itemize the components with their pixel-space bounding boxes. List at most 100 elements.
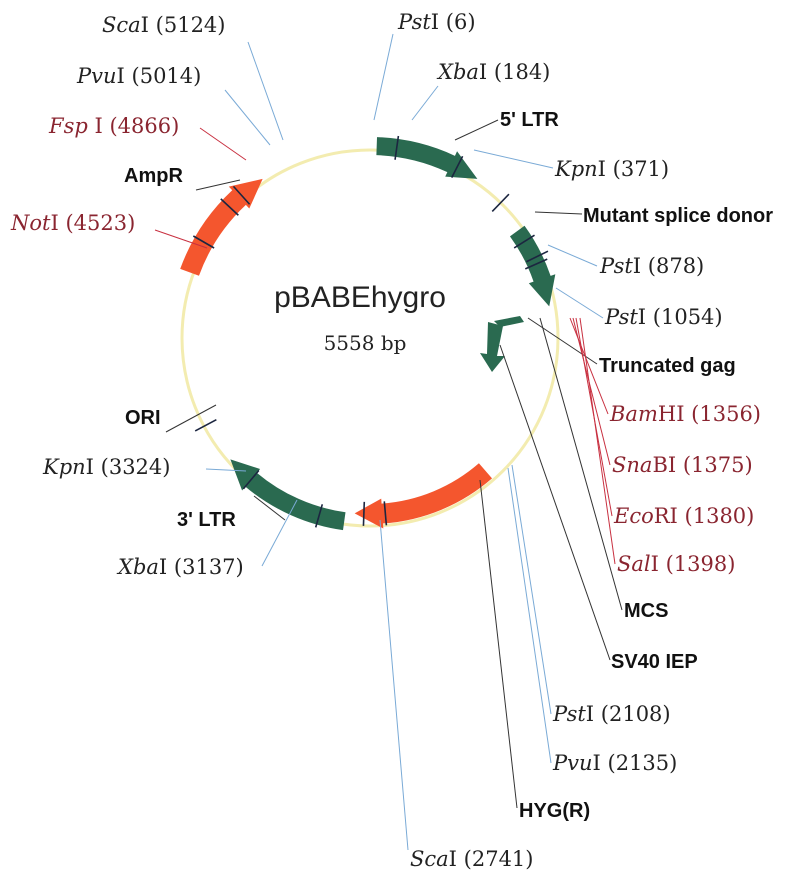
leader-fspi-4866 [199, 127, 247, 161]
enzyme-name: Eco [613, 504, 654, 528]
leader-kpni-371 [473, 149, 554, 169]
site-position: (2108) [601, 702, 671, 726]
site-position: (1375) [683, 453, 753, 477]
site-label-psti-1054: PstI (1054) [604, 305, 723, 329]
feature-label-5ltr: 5' LTR [500, 109, 559, 131]
leader-xbai-184 [411, 85, 439, 121]
leader-xbai-3137 [261, 499, 298, 567]
cut-tick [524, 258, 548, 270]
enzyme-name: Sca [410, 847, 449, 871]
site-position: (3137) [174, 555, 244, 579]
site-label-scai-5124: ScaI (5124) [102, 13, 226, 37]
site-position: (3324) [101, 455, 171, 479]
leader-psti-1054 [555, 287, 604, 319]
site-label-scai-2741: ScaI (2741) [410, 847, 534, 871]
cut-tick [362, 501, 366, 526]
cut-tick [526, 250, 549, 263]
cut-tick [383, 501, 388, 526]
leader-sv40-iep [499, 344, 611, 661]
enzyme-name: Pst [599, 254, 633, 278]
site-label-psti-878: PstI (878) [599, 254, 704, 278]
cut-tick [394, 135, 400, 160]
feature-arc-sv40-iep [494, 316, 524, 327]
site-position: (1398) [666, 552, 736, 576]
leader-psti-2108 [511, 464, 552, 715]
leader-hygr [479, 479, 518, 809]
cut-tick [192, 235, 215, 249]
leader-scai-2741 [379, 519, 409, 851]
enzyme-suffix: I [88, 114, 103, 138]
enzyme-name: Pvu [552, 751, 593, 775]
enzyme-name: Pst [397, 10, 431, 34]
enzyme-name: Fsp [48, 114, 88, 138]
site-label-noti-4523: NotI (4523) [10, 211, 135, 235]
feature-arcs [180, 135, 556, 531]
leader-5ltr [454, 119, 499, 141]
enzyme-suffix: I [638, 305, 646, 329]
enzyme-name: Sal [617, 552, 651, 576]
site-position: (1356) [691, 402, 761, 426]
leader-sali [579, 317, 616, 565]
cut-tick [314, 504, 324, 528]
enzyme-suffix: I [633, 254, 641, 278]
leader-noti-4523 [154, 229, 208, 249]
feature-label-hygr: HYG(R) [519, 800, 590, 822]
enzyme-suffix: I [159, 555, 167, 579]
leader-snabi [572, 317, 611, 466]
enzyme-name: Sna [612, 453, 652, 477]
enzyme-name: Kpn [554, 157, 598, 181]
enzyme-suffix: I [117, 64, 125, 88]
enzyme-suffix: I [586, 702, 594, 726]
site-label-pvui-5014: PvuI (5014) [76, 64, 201, 88]
leader-splice-donor [534, 211, 583, 215]
enzyme-suffix: HI [658, 402, 685, 426]
enzyme-suffix: BI [652, 453, 676, 477]
site-position: (2741) [464, 847, 534, 871]
site-label-snabi-1375: SnaBI (1375) [612, 453, 753, 477]
site-position: (2135) [608, 751, 678, 775]
enzyme-suffix: I [479, 60, 487, 84]
leader-kpni-3324 [205, 468, 247, 472]
site-position: (878) [648, 254, 704, 278]
enzyme-name: Sca [102, 13, 141, 37]
enzyme-name: Pvu [76, 64, 117, 88]
feature-label-3ltr: 3' LTR [177, 509, 236, 531]
site-position: (371) [613, 157, 669, 181]
feature-label-mutant-splice-donor: Mutant splice donor [583, 205, 773, 227]
leader-ori [165, 404, 217, 433]
feature-arc-hygr [354, 463, 493, 529]
site-label-fspi-4866: Fsp I (4866) [48, 114, 179, 138]
site-label-kpni-371: KpnI (371) [554, 157, 669, 181]
cut-tick [242, 470, 260, 490]
site-label-xbai-184: XbaI (184) [436, 60, 550, 84]
feature-arc-ampr [180, 178, 263, 276]
site-label-xbai-3137: XbaI (3137) [116, 555, 244, 579]
cut-tick [194, 418, 217, 432]
enzyme-suffix: I [651, 552, 659, 576]
leader-lines [154, 33, 623, 851]
site-position: (1380) [685, 504, 755, 528]
enzyme-name: Pst [604, 305, 638, 329]
leader-pvui-5014 [224, 89, 271, 146]
enzyme-suffix: I [431, 10, 439, 34]
plasmid-name: pBABEhygro [274, 281, 446, 314]
site-label-bamhi-1356: BamHI (1356) [609, 402, 761, 426]
site-position: (1054) [653, 305, 723, 329]
site-position: (4523) [65, 211, 135, 235]
plasmid-size: 5558 bp [324, 331, 407, 355]
cut-tick [232, 185, 251, 205]
feature-label-ampr: AmpR [124, 165, 183, 187]
site-position: (4866) [109, 114, 179, 138]
feature-label-mcs: MCS [624, 600, 668, 622]
enzyme-suffix: RI [654, 504, 678, 528]
feature-arc-3ltr [230, 459, 346, 531]
site-position: (5014) [132, 64, 202, 88]
enzyme-suffix: I [141, 13, 149, 37]
cut-tick [491, 193, 510, 212]
enzyme-suffix: I [449, 847, 457, 871]
cut-tick [513, 234, 535, 249]
enzyme-name: Pst [552, 702, 586, 726]
cut-tick [220, 198, 239, 216]
